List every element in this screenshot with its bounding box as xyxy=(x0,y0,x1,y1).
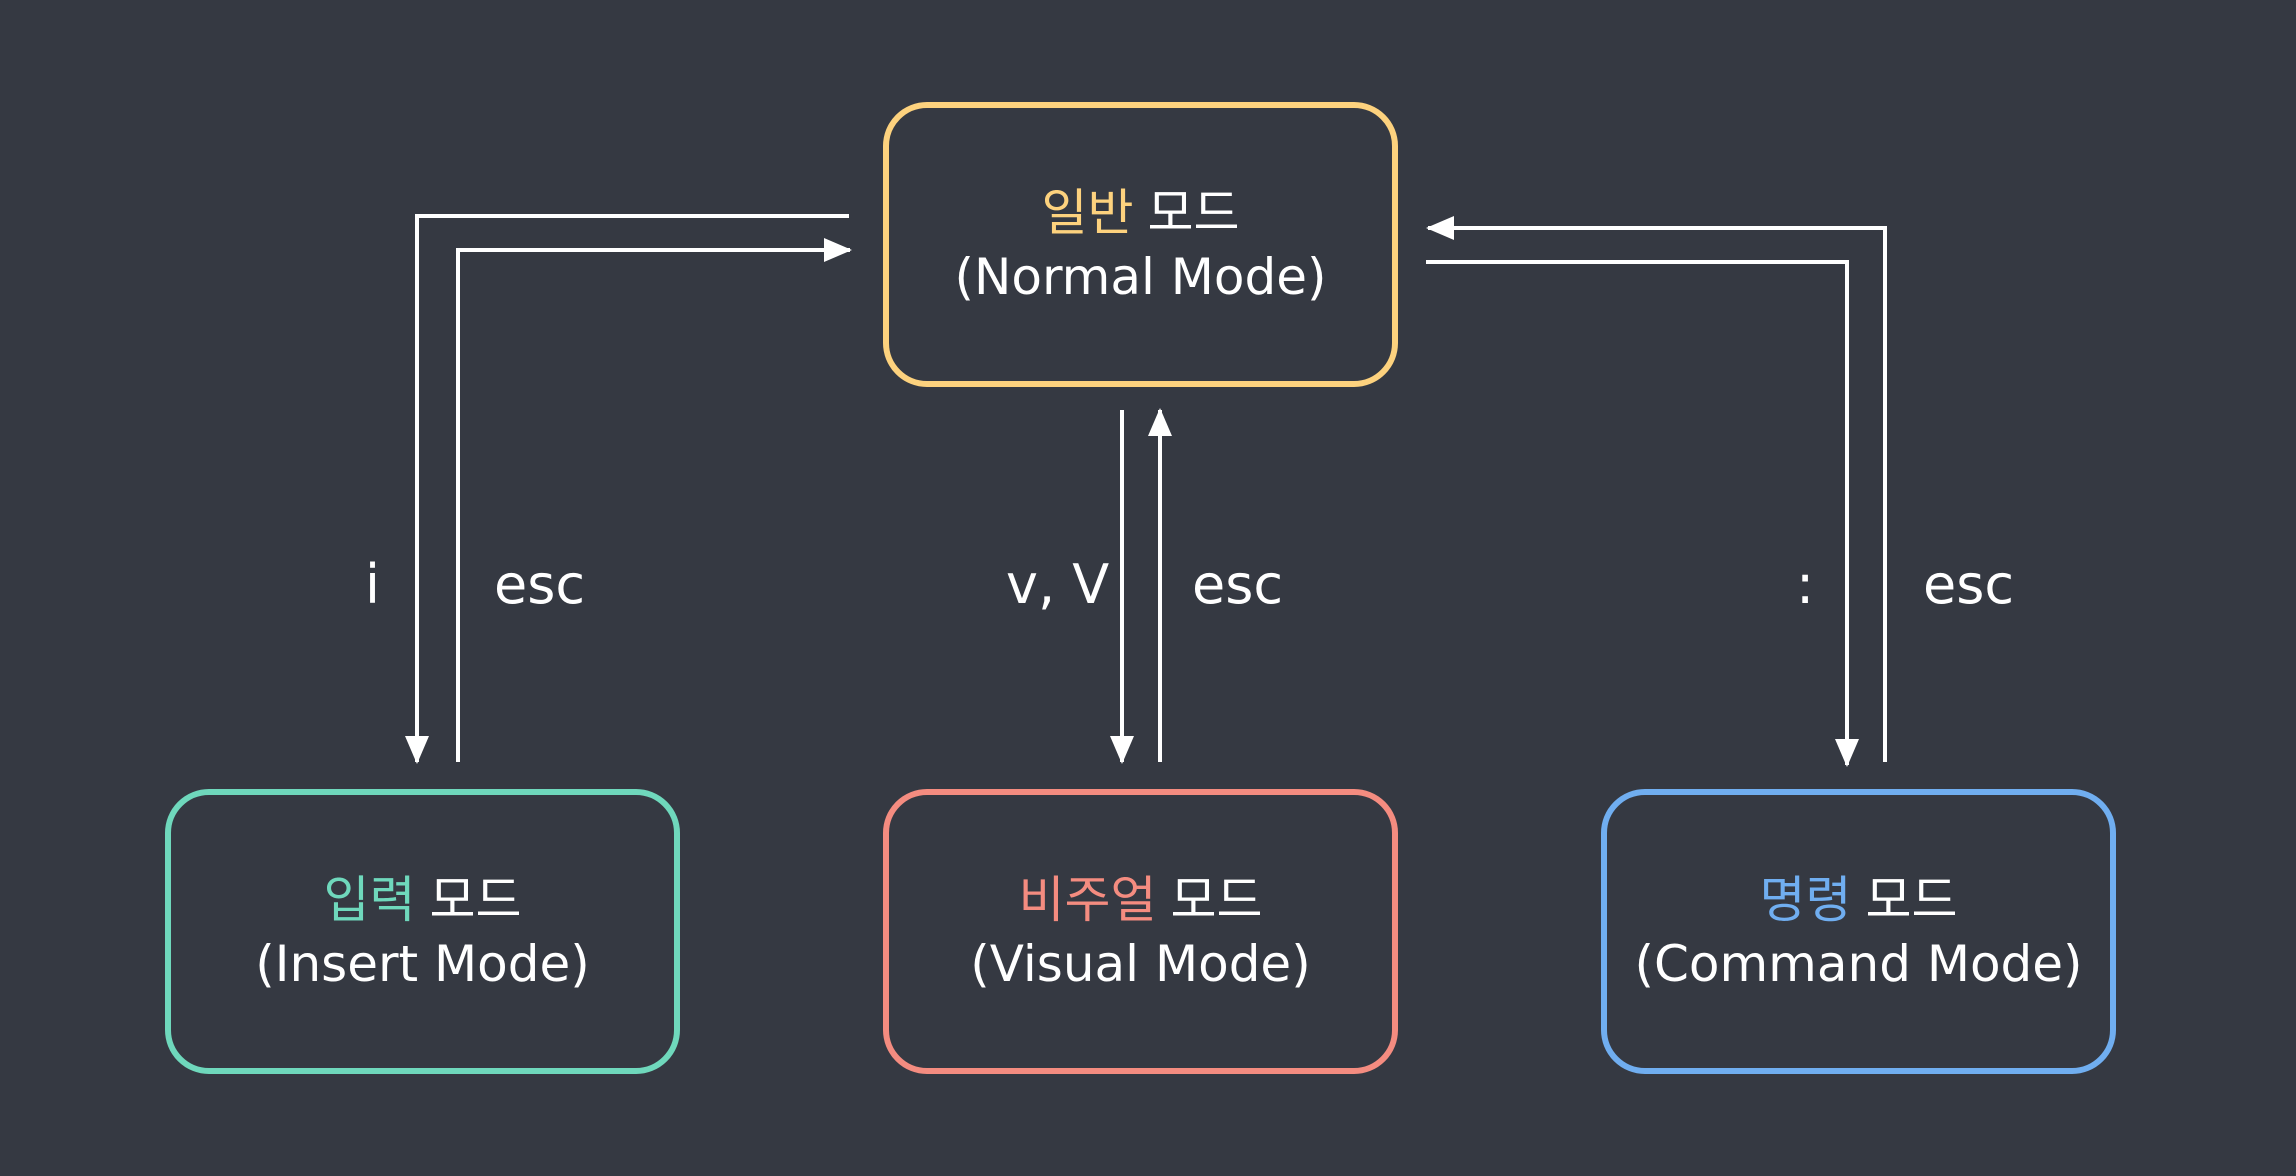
insert-mode-title-accent: 입력 xyxy=(323,870,416,929)
label-command-to-normal: esc xyxy=(1923,553,2015,616)
visual-mode-title-rest: 모드 xyxy=(1170,870,1263,929)
arrow-command-to-normal xyxy=(1426,216,1887,762)
command-mode-subtitle: (Command Mode) xyxy=(1634,934,2083,993)
command-mode-title-rest: 모드 xyxy=(1865,870,1958,929)
normal-mode-title-accent: 일반 xyxy=(1041,183,1134,242)
insert-mode-title-rest: 모드 xyxy=(429,870,522,929)
insert-mode-subtitle: (Insert Mode) xyxy=(255,934,590,993)
visual-mode-subtitle: (Visual Mode) xyxy=(970,934,1311,993)
command-mode-title-accent: 명령 xyxy=(1759,870,1852,929)
label-to-insert: i xyxy=(365,553,381,616)
normal-mode-subtitle: (Normal Mode) xyxy=(954,247,1327,306)
label-to-command: : xyxy=(1796,553,1815,616)
label-to-visual: v, V xyxy=(1006,553,1110,616)
label-visual-to-normal: esc xyxy=(1192,553,1284,616)
arrow-normal-to-insert xyxy=(405,214,849,764)
normal-mode-title-rest: 모드 xyxy=(1147,183,1240,242)
arrow-insert-to-normal xyxy=(456,238,852,762)
visual-mode-title-accent: 비주얼 xyxy=(1018,870,1157,929)
arrow-normal-to-command xyxy=(1426,260,1859,767)
label-insert-to-normal: esc xyxy=(494,553,586,616)
